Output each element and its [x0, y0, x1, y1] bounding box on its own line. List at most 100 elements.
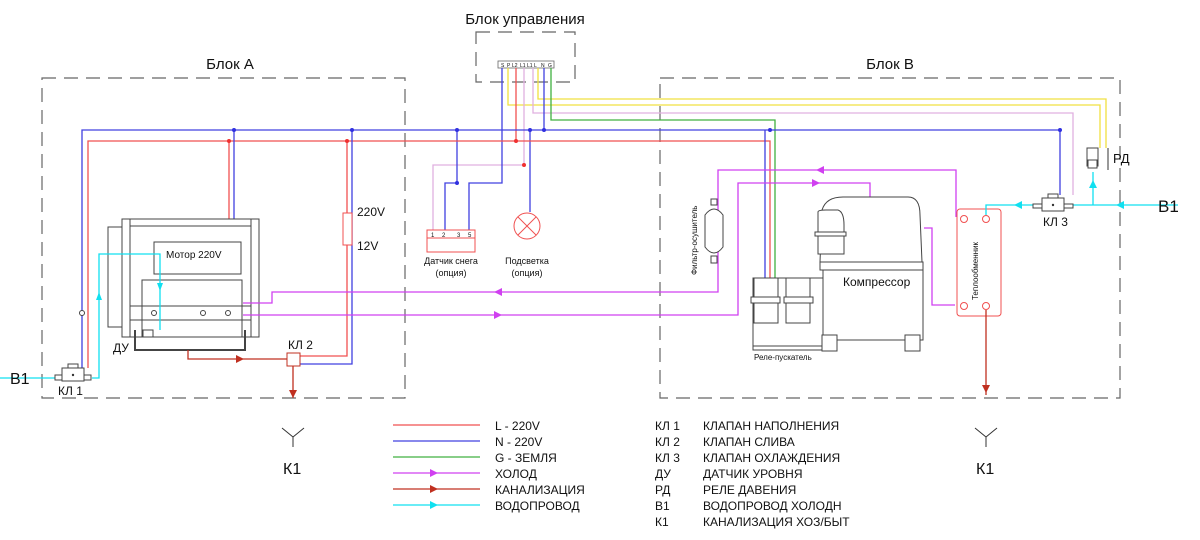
k1-left-label: К1 — [283, 461, 301, 478]
kl1-label: КЛ 1 — [58, 384, 83, 398]
legend-arrow-icon — [430, 485, 438, 493]
snow-sensor-option: (опция) — [436, 268, 467, 278]
legend-line-item: G - ЗЕМЛЯ — [393, 451, 557, 465]
drain-line-left — [187, 350, 287, 360]
terminal-l1b: L1 — [527, 63, 533, 69]
legend-code-item: К1 КАНАЛИЗАЦИЯ ХОЗ/БЫТ — [655, 515, 850, 529]
pin-3: 3 — [457, 233, 461, 239]
legend-code: КЛ 2 — [655, 435, 680, 449]
motor-box — [153, 241, 242, 275]
filter-label: Фильтр-осушитель — [690, 206, 699, 275]
terminal-l: L — [534, 63, 537, 69]
kl3-valve — [1032, 193, 1074, 212]
terminal-p: P — [507, 63, 511, 69]
relay-starter — [750, 277, 824, 351]
snow-sensor: 1 2 3 5 — [426, 229, 476, 253]
transformer-220v-label: 220V — [357, 205, 385, 219]
legend-desc: ДАТЧИК УРОВНЯ — [703, 467, 803, 481]
b1-left-label: В1 — [10, 371, 30, 388]
live-bus — [87, 140, 771, 368]
legend-code: РД — [655, 483, 670, 497]
legend-arrow-icon — [430, 501, 438, 509]
kl2-label: КЛ 2 — [288, 338, 313, 352]
water-arrow-icon — [157, 283, 163, 291]
ice-maker-unit — [107, 218, 260, 351]
motor-label: Мотор 220V — [166, 250, 222, 261]
legend-desc: РЕЛЕ ДАВЕНИЯ — [703, 483, 796, 497]
drain-arrow-icon — [982, 385, 990, 393]
control-block-frame — [475, 31, 576, 83]
legend-code-item: РД РЕЛЕ ДАВЕНИЯ — [655, 483, 796, 497]
block-a-frame — [41, 77, 406, 399]
backlight-option: (опция) — [512, 268, 543, 278]
legend-label: N - 220V — [495, 435, 542, 449]
legend-code-item: В1 ВОДОПРОВОД ХОЛОДН — [655, 499, 842, 513]
k1-right-label: К1 — [976, 461, 994, 478]
cold-return-line — [243, 169, 957, 304]
sewer-icon-left — [281, 427, 305, 447]
legend-label: ХОЛОД — [495, 467, 537, 481]
water-arrow-icon — [1116, 201, 1124, 209]
junction-dots — [227, 128, 1062, 185]
terminal-l1a: L1 — [520, 63, 526, 69]
cold-arrow-icon — [816, 166, 824, 174]
water-inlet-right — [985, 204, 1178, 215]
b1-right-label: В1 — [1158, 197, 1179, 216]
kl3-label: КЛ 3 — [1043, 215, 1068, 229]
drain-arrow-icon — [289, 390, 297, 398]
legend-line-item: L - 220V — [393, 419, 540, 433]
relay-label: Реле-пускатель — [754, 353, 812, 362]
compressor-label: Компрессор — [843, 275, 911, 289]
legend-arrow-icon — [430, 469, 438, 477]
control-wires — [432, 68, 1107, 278]
water-arrow-icon — [96, 292, 102, 300]
legend-code-item: КЛ 1 КЛАПАН НАПОЛНЕНИЯ — [655, 419, 839, 433]
legend-label: КАНАЛИЗАЦИЯ — [495, 483, 585, 497]
legend-code: ДУ — [655, 467, 671, 481]
legend-code: КЛ 1 — [655, 419, 680, 433]
block-a-title: Блок А — [206, 56, 254, 73]
neutral-bus — [81, 129, 1061, 368]
transformer-12v-label: 12V — [357, 239, 378, 253]
kl2-live — [300, 141, 348, 357]
legend: L - 220V N - 220V G - ЗЕМЛЯ ХОЛОД КАНАЛИЗАЦИ… — [393, 419, 850, 529]
legend-desc: КАНАЛИЗАЦИЯ ХОЗ/БЫТ — [703, 515, 850, 529]
legend-code-item: ДУ ДАТЧИК УРОВНЯ — [655, 467, 803, 481]
terminal-g: G — [548, 63, 552, 69]
cold-arrow-icon — [494, 288, 502, 296]
heat-exchanger — [956, 208, 1002, 317]
legend-label: ВОДОПРОВОД — [495, 499, 580, 513]
lamp-icon — [513, 212, 541, 240]
level-sensor — [142, 329, 154, 338]
pin-5: 5 — [468, 233, 472, 239]
block-b-title: Блок В — [866, 56, 914, 73]
legend-label: L - 220V — [495, 419, 540, 433]
water-arrow-icon — [1014, 201, 1022, 209]
legend-line-item: КАНАЛИЗАЦИЯ — [393, 483, 585, 497]
legend-desc: КЛАПАН НАПОЛНЕНИЯ — [703, 419, 839, 433]
filter-drier — [704, 198, 724, 264]
water-fill-line — [92, 253, 161, 379]
compressor-to-exchanger — [924, 227, 955, 306]
control-block-title: Блок управления — [465, 11, 584, 28]
kl1-valve — [54, 363, 92, 382]
cold-arrow-icon — [494, 311, 502, 319]
pin-1: 1 — [431, 233, 435, 239]
cold-supply-line — [243, 182, 871, 316]
pressure-relay — [1086, 147, 1099, 169]
water-arrow-icon — [1089, 180, 1097, 188]
heat-exchanger-label: Теплообменник — [971, 241, 980, 300]
legend-code: В1 — [655, 499, 670, 513]
legend-line-item: ВОДОПРОВОД — [393, 499, 580, 513]
legend-desc: ВОДОПРОВОД ХОЛОДН — [703, 499, 842, 513]
legend-label: G - ЗЕМЛЯ — [495, 451, 557, 465]
rd-label: РД — [1113, 151, 1130, 166]
legend-line-item: ХОЛОД — [393, 467, 537, 481]
transformer — [342, 212, 353, 246]
legend-code: К1 — [655, 515, 669, 529]
kl2-neutral — [300, 130, 353, 365]
